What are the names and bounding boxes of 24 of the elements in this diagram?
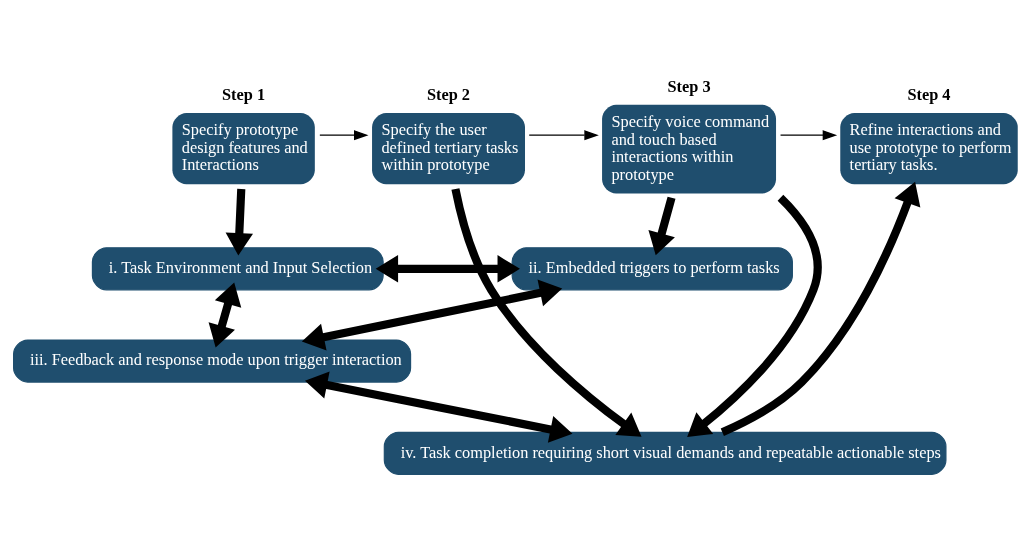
- node-box: Refine interactions and use prototype to perform tertiary tasks.: [840, 112, 1018, 185]
- arrow: [687, 194, 822, 437]
- node-box: Specify the user defined tertiary tasks within prototype: [372, 112, 525, 185]
- arrow: [648, 196, 676, 256]
- arrow: [225, 188, 253, 256]
- node-box: i. Task Environment and Input Selection: [91, 247, 384, 291]
- arrow: [208, 282, 242, 348]
- arrow: [375, 255, 520, 283]
- arrow: [451, 188, 642, 437]
- arrow: [720, 181, 921, 436]
- arrow: [528, 130, 599, 141]
- arrow: [304, 371, 573, 443]
- arrow: [779, 130, 838, 141]
- node-box: iii. Feedback and response mode upon trigger interaction: [13, 339, 412, 383]
- node-label: Step 1: [222, 85, 266, 105]
- node-label: Step 4: [907, 85, 951, 105]
- node-label: Step 2: [426, 85, 471, 105]
- arrow: [319, 130, 369, 141]
- arrow: [301, 279, 563, 351]
- node-label: Step 3: [667, 77, 711, 97]
- node-box: iv. Task completion requiring short visual demands and repeatable actionable steps: [383, 431, 947, 475]
- node-box: Specify prototype design features and Interactions: [172, 112, 315, 185]
- node-box: Specify voice command and touch based interactions within prototype: [602, 104, 777, 194]
- node-box: ii. Embedded triggers to perform tasks: [511, 247, 793, 291]
